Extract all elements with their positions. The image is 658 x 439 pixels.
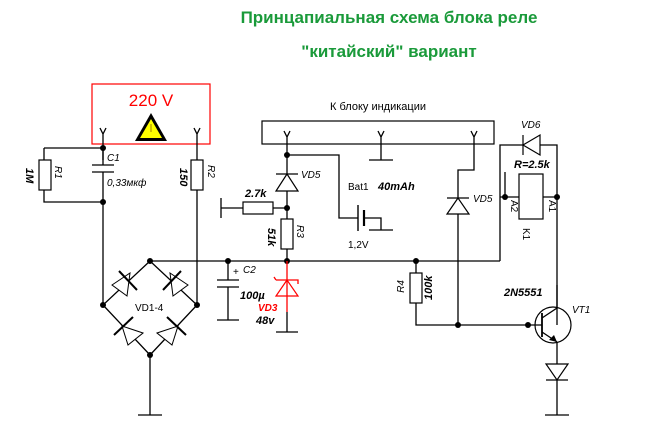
resistor-r4 [409, 272, 423, 304]
r-2k7-value-label: 2.7k [244, 188, 267, 200]
c2-value-label: 100µ [240, 290, 265, 302]
diagram-subtitle: "китайский" вариант [301, 42, 477, 61]
ground-symbol-bridge [138, 355, 162, 416]
mains-warning-box [91, 83, 211, 145]
relay-coil-k1 [518, 173, 544, 220]
mains-terminal-right [193, 127, 201, 148]
vd3-ref-label: VD3 [258, 303, 278, 314]
resistor-r3 [280, 218, 294, 250]
relay-pin-a1: A1 [546, 200, 557, 213]
r2-ref-label: R2 [205, 165, 216, 178]
ground-symbol-vd3 [276, 312, 298, 333]
battery-voltage-label: 1,2V [348, 240, 369, 251]
r1-value-label: 1M [23, 168, 35, 184]
relay-resistance-label: R=2.5k [514, 159, 551, 171]
warning-triangle-icon [135, 113, 167, 141]
r4-resistor-block: R4 100k [396, 258, 531, 328]
diagram-title: Принцапиальная схема блока реле [240, 8, 538, 27]
r2-value-label: 150 [177, 168, 189, 187]
vd3-value-label: 48v [255, 315, 275, 327]
diode-vd6 [521, 133, 541, 157]
r4-ref-label: R4 [396, 280, 407, 293]
c1-ref-label: C1 [107, 153, 120, 164]
r1-c1-network: R1 1M C1 0,33мкф [23, 145, 147, 205]
indication-connector: К блоку индикации [261, 101, 495, 180]
relay-ref-label: K1 [520, 228, 531, 241]
resistor-r2 [190, 159, 204, 191]
mains-voltage-label: 220 V [129, 91, 174, 110]
transistor-ref-label: VT1 [572, 305, 590, 316]
bridge-diode-4 [155, 316, 187, 346]
vd5b-ref-label: VD5 [473, 194, 493, 205]
relay-pin-a2: A2 [508, 200, 519, 213]
r3-value-label: 51k [265, 228, 277, 247]
r3-vd5-network: 2.7k VD5 51k R3 [220, 152, 321, 261]
c2-ref-label: C2 [243, 265, 256, 276]
vd5a-ref-label: VD5 [301, 170, 321, 181]
battery-bat1: Bat1 40mAh 1,2V [287, 154, 415, 251]
r3-ref-label: R3 [294, 225, 305, 238]
r4-value-label: 100k [423, 275, 435, 300]
r2-resistor-block: R2 150 [177, 148, 216, 305]
r1-ref-label: R1 [52, 166, 63, 179]
mains-input-block: 220 V [91, 83, 211, 148]
c1-value-label: 0,33мкф [107, 177, 147, 189]
resistor-r1 [38, 159, 52, 191]
transistor-model-label: 2N5551 [503, 287, 543, 299]
bridge-diode-3 [113, 316, 145, 346]
battery-capacity-label: 40mAh [377, 181, 415, 193]
zener-vd3-block: VD3 48v [255, 258, 300, 333]
emitter-diode [544, 363, 570, 382]
vd6-ref-label: VD6 [521, 120, 541, 131]
battery-ref-label: Bat1 [348, 182, 369, 193]
bridge-ref-label: VD1-4 [135, 303, 164, 314]
resistor-2k7 [242, 201, 274, 215]
indication-label: К блоку индикации [330, 101, 426, 113]
bridge-diode-1 [111, 270, 138, 297]
transistor-vt1: 2N5551 VT1 [503, 285, 590, 416]
diode-bridge: VD1-4 [100, 202, 200, 416]
c2-capacitor-block: + C2 100µ [217, 258, 265, 321]
vd5b-diode-block: VD5 [445, 180, 493, 325]
relay-k1-block: VD6 R=2.5k A2 A1 K1 [499, 120, 560, 325]
bridge-diode-2 [162, 270, 189, 297]
c2-polarity: + [233, 267, 239, 278]
indication-block-box [261, 120, 495, 145]
